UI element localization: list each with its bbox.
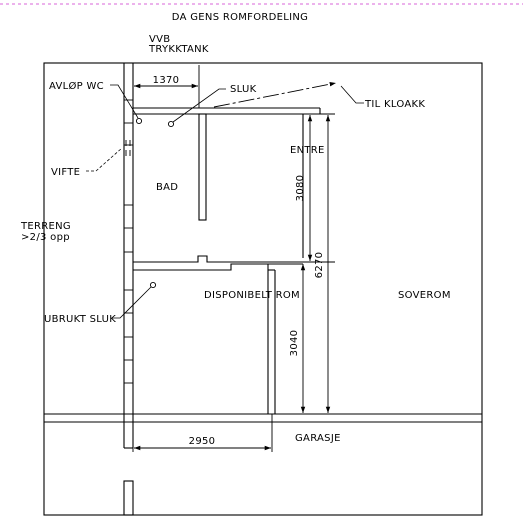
disponibelt-rom-label: DISPONIBELT ROM [204, 290, 300, 301]
dim-total-height-text: 6270 [314, 252, 325, 279]
middle-wall-lower [133, 263, 303, 271]
dim-top-width [132, 65, 200, 108]
dim-top-width-text: 1370 [153, 75, 180, 86]
terreng-note-label: >2/3 opp [21, 232, 70, 243]
bath-partition [198, 113, 207, 221]
dim-bad-height-text: 3080 [295, 175, 306, 202]
vifte-symbol [125, 140, 131, 156]
entre-label: ENTRE [290, 145, 325, 156]
til-kloakk-label: TIL KLOAKK [364, 99, 425, 110]
sewer-pipe [213, 82, 337, 108]
ubrukt-sluk-label: UBRUKT SLUK [44, 314, 116, 325]
wall-ticks [124, 99, 133, 384]
soverom-label: SOVEROM [398, 290, 451, 301]
leader-avlop-wc [110, 84, 139, 119]
dim-vertical [300, 113, 335, 413]
outer-boundary [43, 62, 483, 516]
ubrukt-sluk-symbol [149, 281, 157, 289]
dim-lower-height-text: 3040 [289, 330, 300, 357]
middle-wall [133, 255, 303, 263]
trykktank-label: TRYKKTANK [148, 44, 209, 55]
leader-vifte [86, 147, 123, 172]
page-title: DA GENS ROMFORDELING [172, 12, 308, 23]
garasje-label: GARASJE [295, 433, 341, 444]
dim-bottom-width [132, 414, 273, 452]
vifte-label: VIFTE [51, 167, 80, 178]
bad-label: BAD [156, 182, 178, 193]
dim-bottom-width-text: 2950 [189, 436, 216, 447]
sluk-symbol [167, 120, 175, 128]
avlop-wc-label: AVLØP WC [49, 80, 104, 92]
leader-ubrukt-sluk [112, 286, 152, 319]
leader-til-kloakk [340, 85, 364, 104]
garage-pillar [123, 480, 134, 516]
leader-sluk [172, 88, 226, 123]
terreng-label: TERRENG [20, 221, 71, 232]
sluk-label: SLUK [230, 84, 257, 95]
vvb-label: VVB [149, 34, 170, 45]
avlop-wc-symbol [135, 117, 143, 125]
